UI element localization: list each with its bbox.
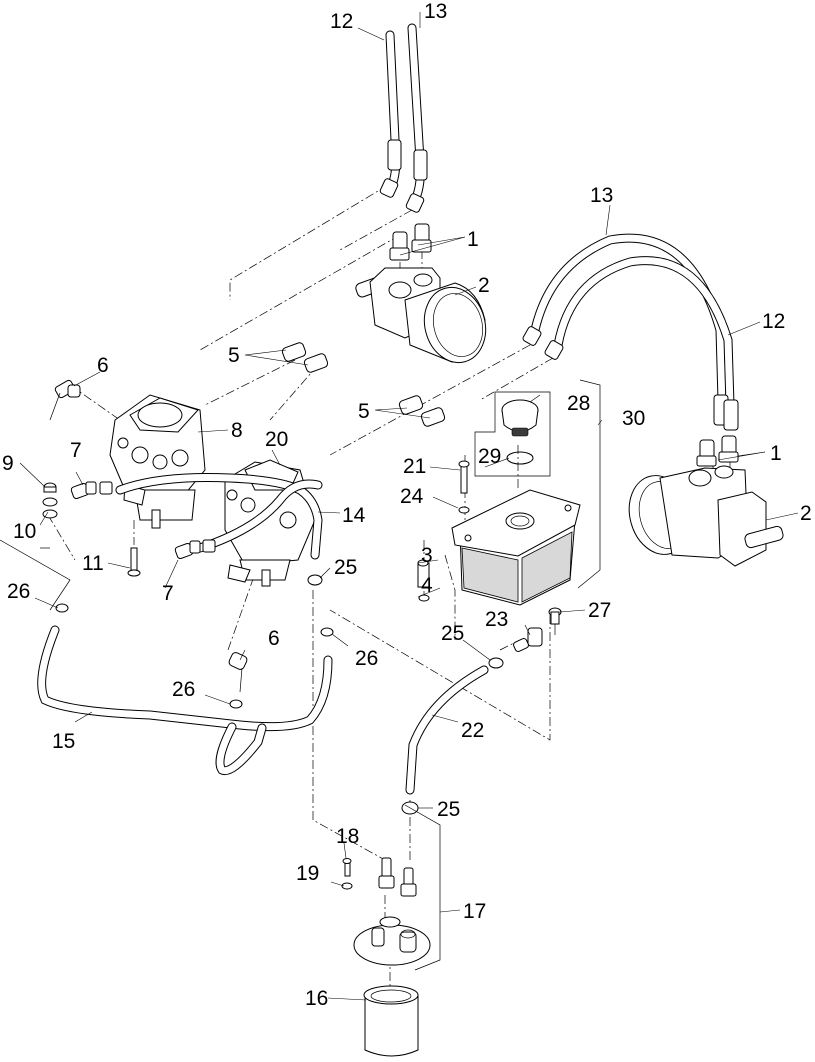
callout-14: 14 — [342, 504, 366, 527]
callout-10: 10 — [13, 520, 36, 543]
washer-19 — [341, 882, 353, 890]
callout-29: 29 — [478, 445, 501, 468]
hose-14 — [115, 473, 323, 560]
hydraulic-pump-8 — [109, 394, 206, 529]
washers-10 — [42, 497, 58, 519]
callout-9: 9 — [2, 452, 14, 475]
callout-6-bottom: 6 — [268, 627, 280, 650]
nut-9 — [43, 482, 57, 493]
fittings-5-mid — [398, 395, 446, 427]
callout-13-top: 13 — [424, 0, 447, 23]
callout-22: 22 — [461, 719, 484, 742]
bracket-lines — [40, 379, 601, 589]
callout-11: 11 — [82, 552, 104, 575]
leader-lines — [19, 12, 799, 1001]
hose-clamp-26-left — [55, 603, 69, 613]
fitting-1-top — [389, 223, 432, 261]
elbow-7-bottom — [174, 539, 216, 560]
callout-13-right: 13 — [590, 184, 613, 207]
hose-12-top — [379, 30, 402, 198]
callout-25-b: 25 — [441, 622, 464, 645]
hose-clamp-25-b — [488, 657, 504, 669]
o-ring-29 — [506, 451, 534, 465]
wheel-motor-2-top — [355, 267, 487, 364]
hose-13-top — [405, 23, 428, 213]
fitting-1-right — [696, 435, 739, 467]
callout-5-mid: 5 — [358, 400, 370, 423]
callout-3: 3 — [421, 544, 433, 567]
callout-15: 15 — [52, 730, 75, 753]
callout-26-left: 26 — [7, 580, 30, 603]
assembly-lines — [0, 184, 731, 995]
callout-18: 18 — [336, 825, 359, 848]
callout-16: 16 — [305, 987, 328, 1010]
callout-6-top: 6 — [97, 354, 109, 377]
cap-box — [474, 391, 551, 477]
callout-25-a: 25 — [334, 556, 357, 579]
filter-head-17 — [353, 804, 441, 971]
screw-18 — [342, 858, 352, 877]
callout-12-right: 12 — [762, 310, 785, 333]
callout-26-mid: 26 — [172, 678, 195, 701]
reservoir-cap-28 — [501, 399, 539, 437]
callout-8: 8 — [231, 419, 243, 442]
callout-12-top: 12 — [330, 10, 353, 33]
callout-1-top: 1 — [467, 228, 479, 251]
callout-26-right: 26 — [355, 647, 378, 670]
hoses-12-13-arc — [522, 233, 739, 431]
callout-24: 24 — [400, 485, 424, 508]
hose-assembly-15 — [37, 625, 333, 776]
fittings-5-top — [281, 342, 329, 373]
callout-25-c: 25 — [437, 798, 460, 821]
washer-24 — [458, 506, 470, 514]
elbow-6-bottom — [228, 652, 248, 693]
callout-2-right: 2 — [800, 502, 812, 525]
elbow-6-top — [49, 379, 81, 421]
callout-21: 21 — [403, 455, 426, 478]
washer-4 — [418, 594, 430, 602]
callout-28: 28 — [567, 392, 590, 415]
callout-20: 20 — [265, 428, 288, 451]
hose-22 — [405, 665, 489, 795]
reservoir-30 — [451, 489, 581, 606]
callout-23: 23 — [485, 608, 508, 631]
callout-19: 19 — [296, 862, 319, 885]
callout-4: 4 — [421, 574, 433, 597]
callout-27: 27 — [588, 599, 611, 622]
callout-30: 30 — [622, 407, 645, 430]
hose-clamp-26-right — [320, 627, 334, 637]
callout-7-top: 7 — [70, 439, 82, 462]
callout-5-top: 5 — [228, 344, 240, 367]
wheel-motor-2-right — [628, 465, 784, 567]
bolt-11 — [127, 547, 141, 577]
elbow-7-top — [70, 481, 113, 500]
callouts: 12 13 1 2 5 6 8 20 7 9 10 14 11 25 7 26 … — [2, 0, 812, 1010]
callout-7-bottom: 7 — [162, 582, 174, 605]
callout-17: 17 — [463, 900, 486, 923]
bolt-21 — [458, 460, 470, 494]
elbow-23 — [513, 627, 543, 653]
spacer-3 — [417, 559, 430, 588]
callout-1-right: 1 — [770, 442, 782, 465]
filter-element-16 — [363, 985, 419, 1057]
hose-clamp-25-a — [307, 574, 323, 586]
fitting-27 — [548, 607, 562, 635]
callout-2-top: 2 — [478, 274, 490, 297]
hose-clamp-26-mid — [229, 699, 243, 709]
